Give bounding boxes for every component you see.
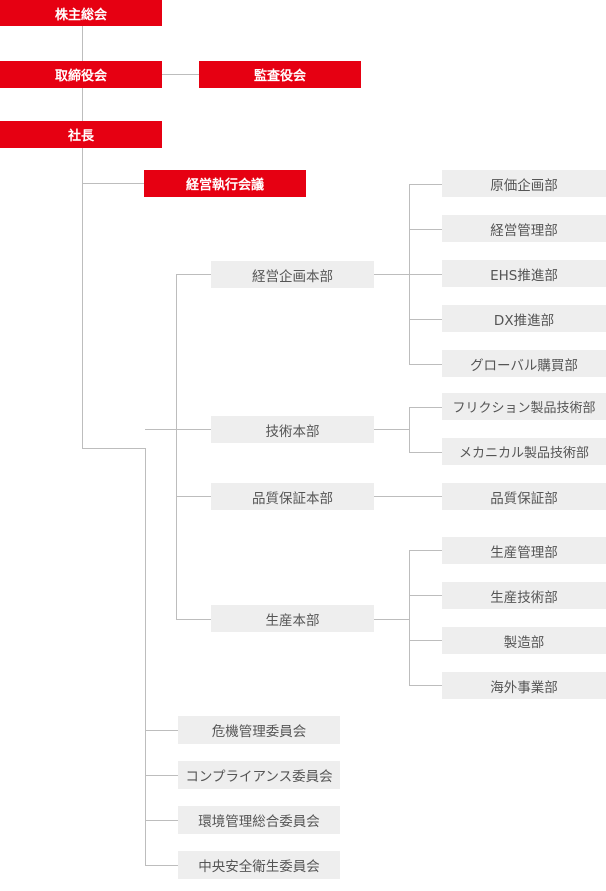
dept-overseas-business-box: 海外事業部 [442,672,606,699]
committee-trunk-line [145,448,146,865]
division-branch-line [176,274,211,275]
dept-branch-line [409,184,442,185]
dept-friction-tech-box: フリクション製品技術部 [442,393,606,420]
dept-production-engineering-box: 生産技術部 [442,582,606,609]
division-branch-line [145,429,211,430]
shareholders-meeting-box: 株主総会 [0,0,162,26]
division-technology-box: 技術本部 [211,416,374,443]
committee-branch-line [145,775,178,776]
board-of-directors-box: 取締役会 [0,61,162,88]
technology-link-line [374,429,410,430]
committee-branch-line [145,820,178,821]
production-dept-trunk-line [409,550,410,685]
quality-link-line [374,496,442,497]
committee-branch-line [145,730,178,731]
dept-branch-line [409,595,442,596]
exec-council-line [82,183,144,184]
division-planning-box: 経営企画本部 [211,261,374,288]
division-branch-line [176,496,211,497]
dept-branch-line [409,452,442,453]
technology-dept-trunk-line [409,407,410,452]
dept-branch-line [409,319,442,320]
committee-safety-health-box: 中央安全衛生委員会 [178,851,340,879]
dept-mechanical-tech-box: メカニカル製品技術部 [442,438,606,465]
dept-cost-planning-box: 原価企画部 [442,170,606,197]
dept-branch-line [409,274,442,275]
committee-compliance-box: コンプライアンス委員会 [178,761,340,789]
dept-production-control-box: 生産管理部 [442,537,606,564]
production-link-line [374,619,410,620]
dept-ehs-box: EHS推進部 [442,260,606,287]
dept-quality-assurance-box: 品質保証部 [442,483,606,510]
division-trunk-line [176,274,177,619]
committee-environmental-box: 環境管理総合委員会 [178,806,340,834]
planning-link-line [374,274,410,275]
dept-branch-line [409,640,442,641]
division-production-box: 生産本部 [211,605,374,632]
dept-branch-line [409,407,442,408]
dept-global-purchasing-box: グローバル購買部 [442,350,606,377]
division-quality-box: 品質保証本部 [211,483,374,510]
dept-management-box: 経営管理部 [442,215,606,242]
dept-branch-line [409,685,442,686]
spine-to-committee-line [82,448,145,449]
president-box: 社長 [0,121,162,148]
main-spine-line [82,26,83,448]
dept-branch-line [409,364,442,365]
dept-dx-box: DX推進部 [442,305,606,332]
committee-crisis-management-box: 危機管理委員会 [178,716,340,744]
board-auditor-line [162,74,199,75]
dept-branch-line [409,229,442,230]
division-branch-line [176,619,211,620]
audit-board-box: 監査役会 [199,61,361,88]
committee-branch-line [145,865,178,866]
dept-branch-line [409,550,442,551]
dept-manufacturing-box: 製造部 [442,627,606,654]
executive-council-box: 経営執行会議 [144,170,306,197]
